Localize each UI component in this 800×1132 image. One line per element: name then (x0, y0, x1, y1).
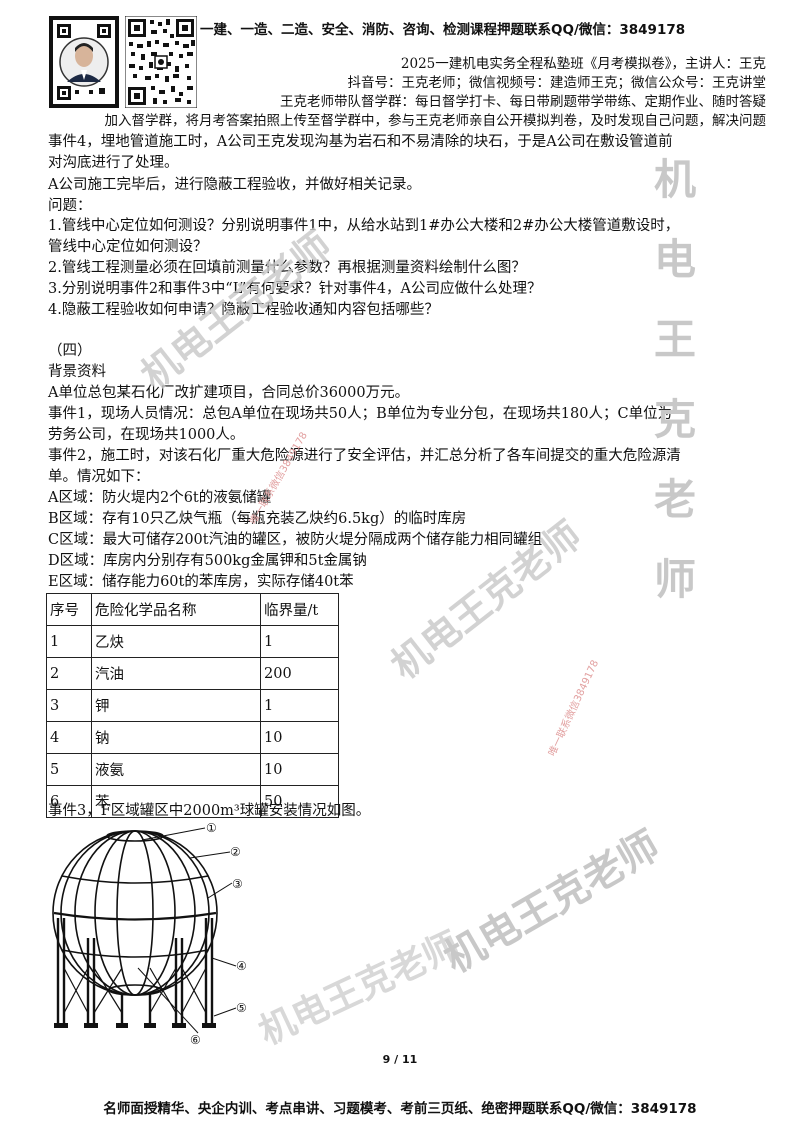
watermark-char: 王 (653, 315, 696, 364)
qr-code-block (49, 15, 198, 109)
table-cell: 液氨 (91, 753, 261, 786)
table-row: 4 钠 10 (46, 721, 339, 754)
zone-c: C区域：最大可储存200t汽油的罐区，被防火堤分隔成两个储存能力相同罐组 (48, 532, 543, 548)
header-study-group: 王克老师带队督学群：每日督学打卡、每日带刷题带学带练、定期作业、随时答疑 (280, 94, 766, 110)
callout-2: ② (230, 845, 241, 859)
table-header-row: 序号 危险化学品名称 临界量/t (46, 593, 339, 626)
case4-event1-line1: 事件1，现场人员情况：总包A单位在现场共50人；B单位为专业分包，在现场共180… (48, 406, 673, 422)
table-cell: 2 (46, 657, 92, 690)
table-cell: 200 (260, 657, 339, 690)
table-row: 2 汽油 200 (46, 657, 339, 690)
top-banner: 一建、一造、二造、安全、消防、咨询、检测课程押题联系QQ/微信：3849178 (200, 22, 686, 38)
table-cell: 3 (46, 689, 92, 722)
table-cell: 4 (46, 721, 92, 754)
watermark-char: 电 (653, 235, 696, 284)
question-2: 2.管线工程测量必须在回填前测量什么参数？再根据测量资料绘制什么图？ (48, 260, 526, 276)
table-cell: 6 (46, 785, 92, 818)
watermark-char: 师 (653, 555, 696, 604)
case4-event2-line2: 单。情况如下： (48, 469, 150, 485)
watermark-diagonal-lower: 机电王克老师 (436, 822, 668, 983)
table-cell: 5 (46, 753, 92, 786)
question-4: 4.隐蔽工程验收如何申请？隐蔽工程验收通知内容包括哪些？ (48, 302, 439, 318)
table-header-cell: 临界量/t (260, 593, 339, 626)
case3-event4-line2: 对沟底进行了处理。 (48, 155, 179, 171)
callout-4: ④ (236, 959, 247, 973)
zone-b: B区域：存有10只乙炔气瓶（每瓶充装乙炔约6.5kg）的临时库房 (48, 511, 467, 527)
watermark-char: 克 (653, 395, 696, 444)
question-3: 3.分别说明事件2和事件3中“L”有何要求？针对事件4，A公司应做什么处理？ (48, 281, 542, 297)
callout-1: ① (206, 821, 217, 835)
case4-event3: 事件3，F区域罐区中2000m³球罐安装情况如图。 (48, 803, 371, 819)
zone-a: A区域：防火堤内2个6t的液氨储罐 (48, 490, 272, 506)
table-row: 6 苯 50 (46, 785, 339, 818)
watermark-diagonal-bottom: 机电王克老师 (252, 924, 467, 1054)
callout-5: ⑤ (236, 1001, 247, 1015)
header-join-group: 加入督学群，将月考答案拍照上传至督学群中，参与王克老师亲自公开模拟判卷，及时发现… (104, 113, 767, 129)
watermark-contact-2: 唯一联系微信3849178 (547, 658, 602, 759)
case4-event1-line2: 劳务公司，在现场共1000人。 (48, 427, 245, 443)
table-cell: 1 (260, 625, 339, 658)
callout-3: ③ (232, 877, 243, 891)
background-title: 背景资料 (48, 364, 106, 380)
tank-shell (52, 830, 218, 996)
spherical-tank-diagram: ① ② ③ ④ ⑤ ⑥ (52, 821, 247, 1047)
table-row: 3 钾 1 (46, 689, 339, 722)
questions-title: 问题： (48, 198, 92, 214)
teacher-photo (49, 16, 119, 108)
table-cell: 乙炔 (91, 625, 261, 658)
table-row: 5 液氨 10 (46, 753, 339, 786)
table-cell: 50 (260, 785, 339, 818)
case3-acceptance: A公司施工完毕后，进行隐蔽工程验收，并做好相关记录。 (48, 177, 421, 193)
case4-intro: A单位总包某石化厂改扩建项目，合同总价36000万元。 (48, 385, 410, 401)
table-header-cell: 序号 (46, 593, 92, 626)
header-course-title: 2025一建机电实务全程私塾班《月考模拟卷》，主讲人：王克 (400, 56, 766, 72)
zone-e: E区域：储存能力60t的苯库房，实际存储40t苯 (48, 574, 354, 590)
header-social-accounts: 抖音号：王克老师；微信视频号：建造师王克；微信公众号：王克讲堂 (347, 75, 767, 91)
case4-number: （四） (48, 343, 92, 359)
callout-6: ⑥ (190, 1033, 201, 1047)
question-1-line1: 1.管线中心定位如何测设？分别说明事件1中，从给水站到1#办公大楼和2#办公大楼… (48, 218, 680, 234)
table-cell: 钠 (91, 721, 261, 754)
table-cell: 1 (260, 689, 339, 722)
footer-banner: 名师面授精华、央企内训、考点串讲、习题模考、考前三页纸、绝密押题联系QQ/微信：… (103, 1101, 697, 1117)
watermark-vertical: 机 电 王 克 老 师 (650, 140, 700, 620)
watermark-char: 老 (653, 475, 696, 524)
watermark-char: 机 (653, 155, 696, 204)
page-number: 9 / 11 (382, 1053, 418, 1066)
question-1-line2: 管线中心定位如何测设？ (48, 239, 208, 255)
table-cell: 10 (260, 753, 339, 786)
table-header-cell: 危险化学品名称 (91, 593, 261, 626)
table-cell: 10 (260, 721, 339, 754)
wechat-qr-code (124, 15, 198, 109)
case4-event2-line1: 事件2，施工时，对该石化厂重大危险源进行了安全评估，并汇总分析了各车间提交的重大… (48, 448, 681, 464)
zone-d: D区域：库房内分别存有500kg金属钾和5t金属钠 (48, 553, 367, 569)
table-cell: 汽油 (91, 657, 261, 690)
hazard-threshold-table: 序号 危险化学品名称 临界量/t 1 乙炔 1 2 汽油 200 3 钾 1 4… (46, 593, 339, 818)
case3-event4-line1: 事件4，埋地管道施工时，A公司王克发现沟基为岩石和不易清除的块石，于是A公司在敷… (48, 134, 673, 150)
table-cell: 钾 (91, 689, 261, 722)
table-row: 1 乙炔 1 (46, 625, 339, 658)
table-cell: 1 (46, 625, 92, 658)
